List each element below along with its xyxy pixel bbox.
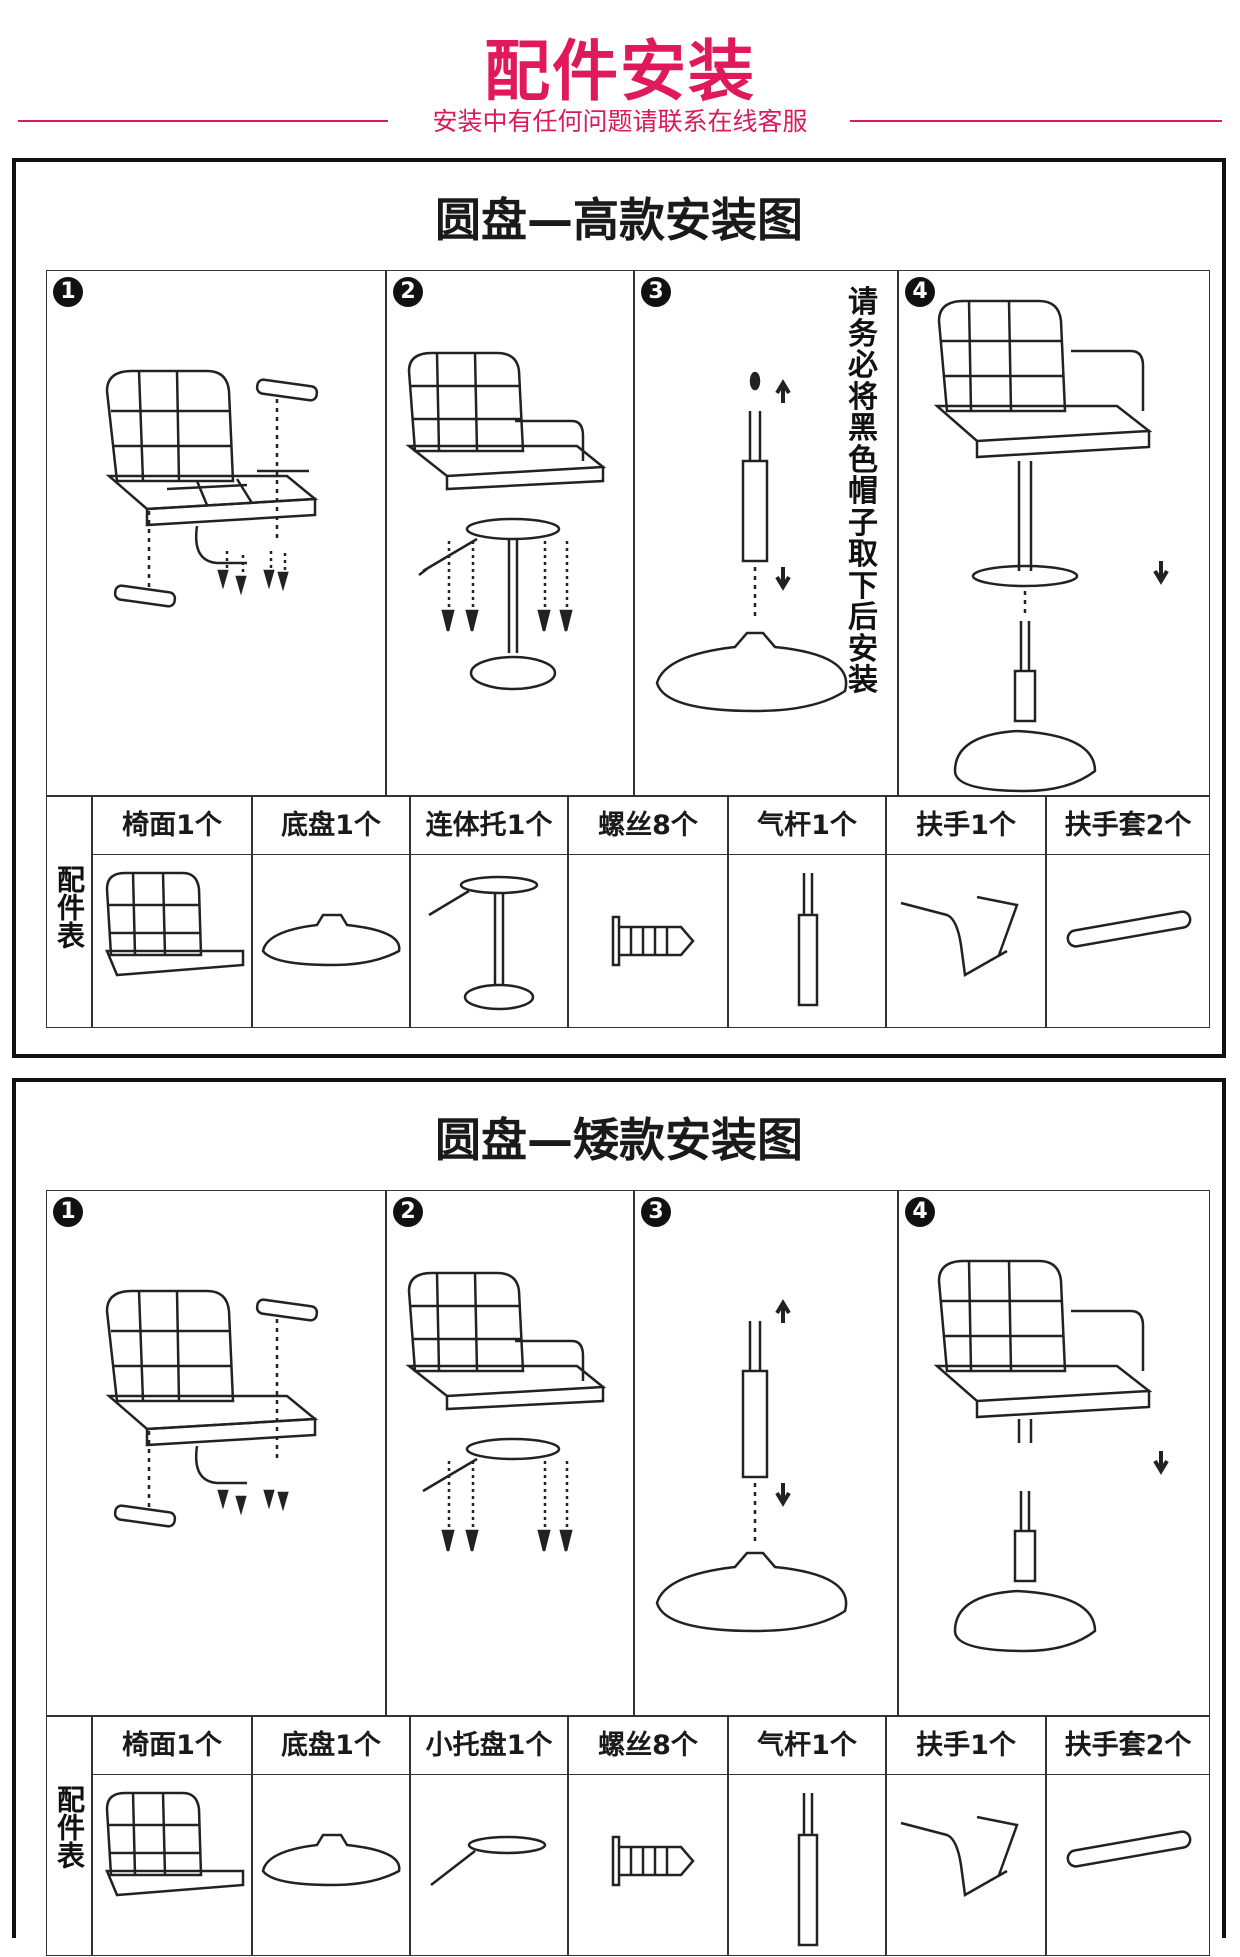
step-3-illustration (655, 1299, 848, 1633)
part-seat: 椅面1个 (92, 796, 252, 1028)
step-3-panel: 3 (634, 1190, 898, 1716)
step-number: 1 (53, 277, 83, 307)
part-armrest: 扶手1个 (886, 1716, 1046, 1956)
step-4-illustration (933, 299, 1169, 793)
step-number: 1 (53, 1197, 83, 1227)
step-1-panel: 1 (46, 1190, 386, 1716)
subtitle-line-right (850, 120, 1222, 122)
base-disc-icon (261, 1833, 401, 1887)
step-number: 3 (641, 277, 671, 307)
gas-lift-icon (797, 873, 819, 1007)
step-3-illustration (655, 371, 848, 713)
parts-table: 配件表 椅面1个 底盘1个 小托盘1个 螺丝8个 气杆1个 (46, 1716, 1210, 1956)
base-disc-icon (261, 913, 401, 967)
part-base: 底盘1个 (252, 1716, 410, 1956)
step-number: 2 (393, 1197, 423, 1227)
armrest-icon (900, 1815, 1019, 1898)
step-4-illustration (933, 1259, 1169, 1653)
step-1-illustration (105, 369, 319, 608)
step-2-panel: 2 (386, 270, 634, 796)
seat-icon (105, 871, 245, 977)
step-1-panel: 1 (46, 270, 386, 796)
gas-lift-icon (797, 1793, 819, 1947)
step-number: 4 (905, 1197, 935, 1227)
parts-label: 配件表 (46, 796, 92, 1028)
part-gas-lift: 气杆1个 (728, 1716, 886, 1956)
part-base: 底盘1个 (252, 796, 410, 1028)
tray-with-footrest-icon (428, 875, 539, 1011)
install-steps: 1 2 3 (46, 1190, 1210, 1716)
armrest-cover-icon (1066, 910, 1192, 948)
step-4-panel: 4 (898, 270, 1210, 796)
part-tray: 连体托1个 (410, 796, 568, 1028)
page-subtitle: 安装中有任何问题请联系在线客服 (432, 107, 808, 136)
section-title: 圆盘—矮款安装图 (435, 1113, 803, 1167)
page-title: 配件安装 (484, 33, 756, 110)
part-armrest-cover: 扶手套2个 (1046, 1716, 1210, 1956)
part-armrest-cover: 扶手套2个 (1046, 796, 1210, 1028)
high-model-section: 圆盘—高款安装图 1 (12, 158, 1226, 1058)
step-4-panel: 4 (898, 1190, 1210, 1716)
parts-table: 配件表 椅面1个 底盘1个 连体托1个 螺丝8个 气杆1个 (46, 796, 1210, 1028)
armrest-cover-icon (1066, 1830, 1192, 1868)
step-3-panel: 3 请务必将黑色帽子取下后安装 (634, 270, 898, 796)
part-screws: 螺丝8个 (568, 1716, 728, 1956)
screw-icon (611, 915, 695, 967)
step-number: 3 (641, 1197, 671, 1227)
part-gas-lift: 气杆1个 (728, 796, 886, 1028)
parts-label: 配件表 (46, 1716, 92, 1956)
small-tray-icon (430, 1835, 547, 1886)
step-2-illustration (405, 1271, 607, 1552)
step-number: 4 (905, 277, 935, 307)
step-1-illustration (105, 1289, 319, 1528)
step-2-illustration (405, 351, 607, 691)
subtitle-line-left (18, 120, 388, 122)
screw-icon (611, 1835, 695, 1887)
section-title: 圆盘—高款安装图 (435, 193, 803, 247)
low-model-section: 圆盘—矮款安装图 1 (12, 1078, 1226, 1956)
part-armrest: 扶手1个 (886, 796, 1046, 1028)
install-steps: 1 2 (46, 270, 1210, 796)
part-seat: 椅面1个 (92, 1716, 252, 1956)
part-small-tray: 小托盘1个 (410, 1716, 568, 1956)
page-header: 配件安装 安装中有任何问题请联系在线客服 (0, 0, 1240, 150)
seat-icon (105, 1791, 245, 1897)
armrest-icon (900, 895, 1019, 978)
warning-note: 请务必将黑色帽子取下后安装 (848, 285, 878, 698)
part-screws: 螺丝8个 (568, 796, 728, 1028)
step-number: 2 (393, 277, 423, 307)
step-2-panel: 2 (386, 1190, 634, 1716)
